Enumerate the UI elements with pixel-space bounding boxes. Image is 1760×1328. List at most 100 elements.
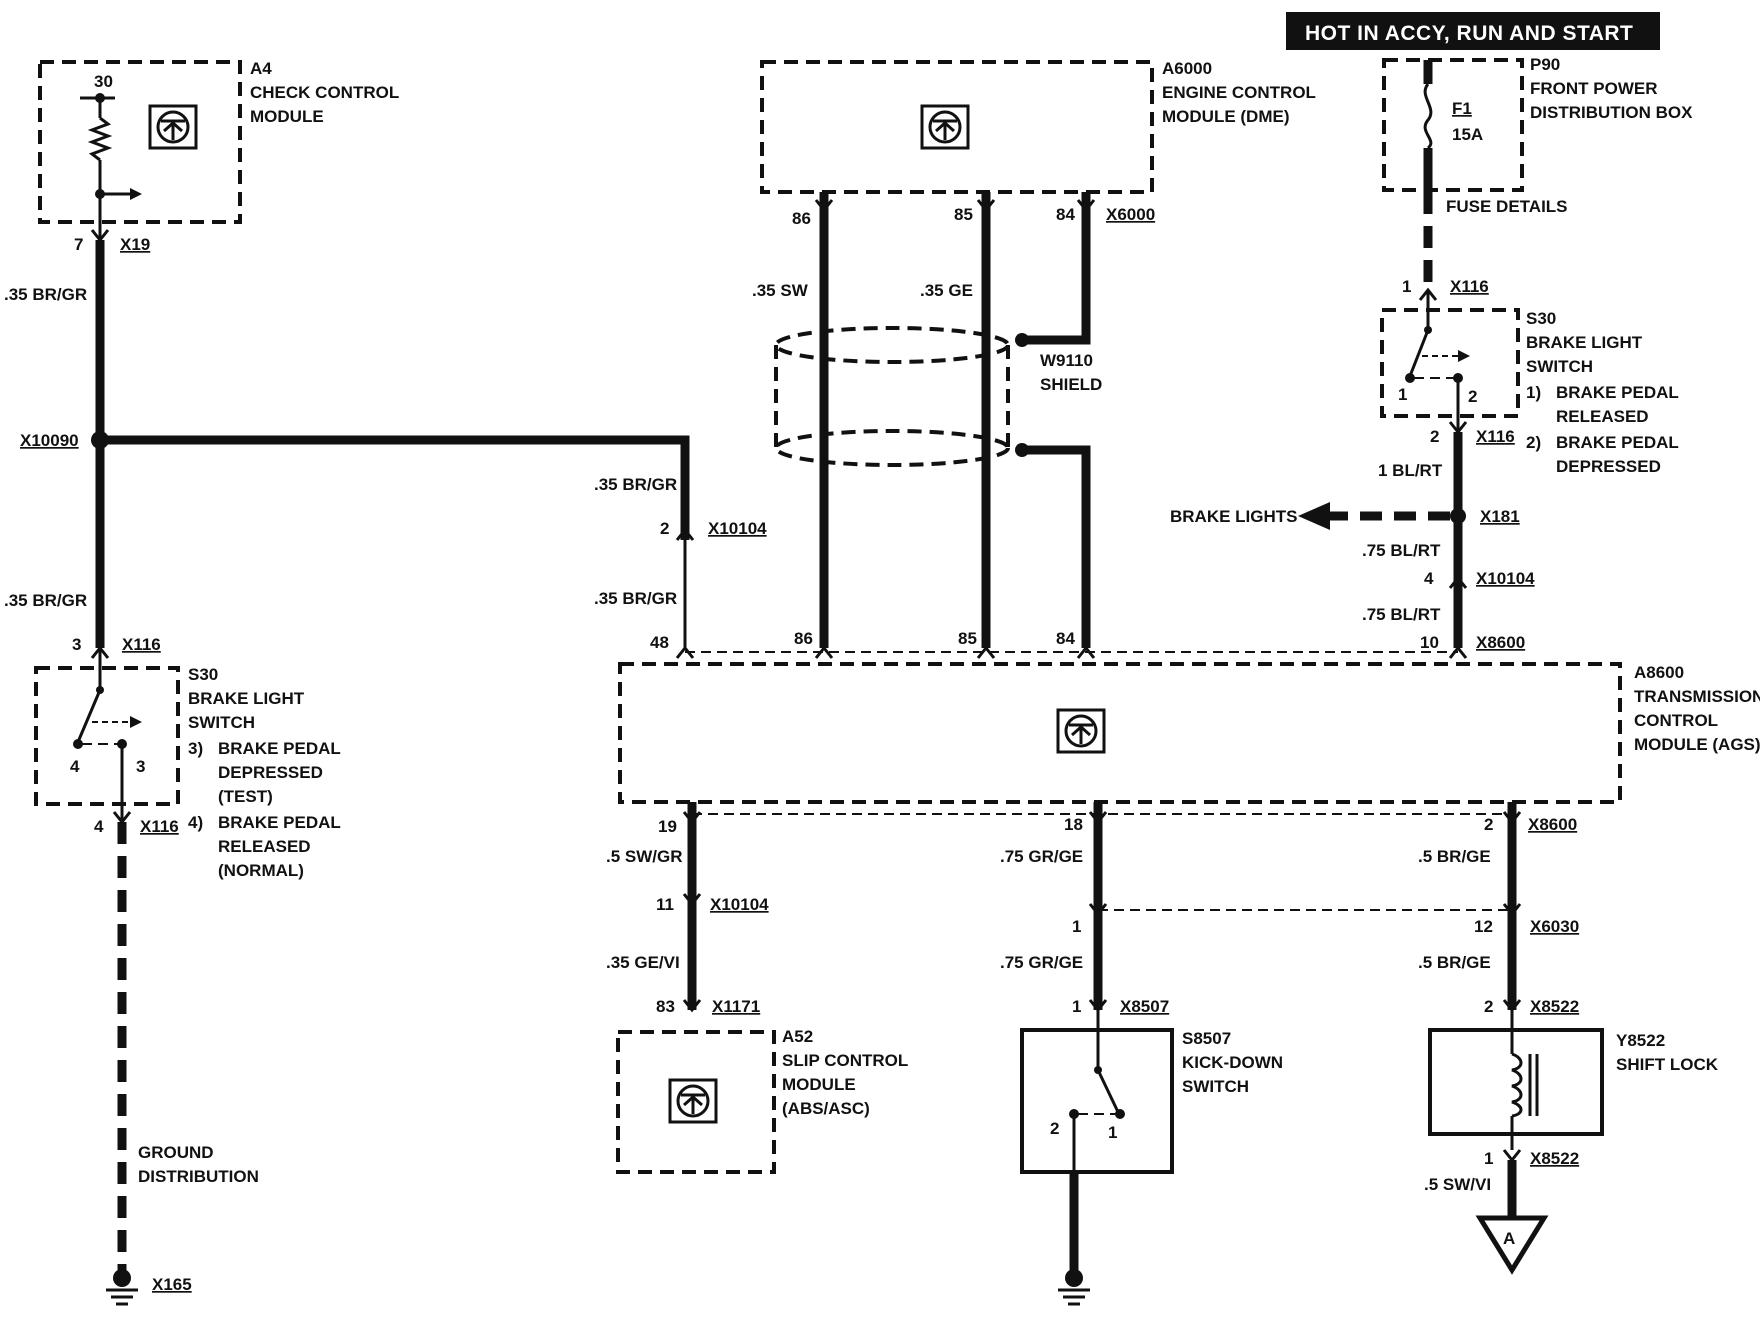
x19-pin: 7 [74, 235, 83, 254]
s30-left-note4c: (NORMAL) [218, 861, 304, 880]
wire-sw-gr: .5 SW/GR [606, 847, 683, 866]
left-x116-bottom: X116 [140, 817, 179, 836]
x165-connector: X165 [152, 1275, 192, 1294]
x8522-top-pin: 2 [1484, 997, 1493, 1016]
x6000-connector: X6000 [1106, 205, 1155, 224]
left-x116-top-pin: 3 [72, 635, 81, 654]
s8507-name-line1: KICK-DOWN [1182, 1053, 1283, 1072]
wire-bl-rt-75-bottom: .75 BL/RT [1362, 605, 1441, 624]
s30-left-id: S30 [188, 665, 218, 684]
s30-left-line2: SWITCH [188, 713, 255, 732]
s30-right-note2b: DEPRESSED [1556, 457, 1661, 476]
wire-bl-rt-1: 1 BL/RT [1378, 461, 1443, 480]
s30-right-line2: SWITCH [1526, 357, 1593, 376]
right-x10104: X10104 [1476, 569, 1535, 588]
brake-lights-arrow [1298, 502, 1330, 530]
s30-left-note4a: BRAKE PEDAL [218, 813, 341, 832]
x8600-pin-48: 48 [650, 633, 669, 652]
ground-symbol-left [106, 1269, 138, 1306]
a52-module-box [616, 1030, 776, 1174]
brake-lights-label: BRAKE LIGHTS [1170, 507, 1298, 526]
x1171-pin: 83 [656, 997, 675, 1016]
fuse-details-label: FUSE DETAILS [1446, 197, 1568, 216]
a52-name-line2: MODULE [782, 1075, 856, 1094]
a8600-name-line2: CONTROL [1634, 711, 1718, 730]
right-x10104-pin: 4 [1424, 569, 1434, 588]
ground-label-1: GROUND [138, 1143, 214, 1162]
s30-right-id: S30 [1526, 309, 1556, 328]
x8600-connector-top: X8600 [1476, 633, 1525, 652]
x8600-pin-84: 84 [1056, 629, 1075, 648]
ground-label-2: DISTRIBUTION [138, 1167, 259, 1186]
s8507-pin-1: 1 [1108, 1123, 1117, 1142]
y8522-id: Y8522 [1616, 1031, 1665, 1050]
s8507-name-line2: SWITCH [1182, 1077, 1249, 1096]
y8522-name-line1: SHIFT LOCK [1616, 1055, 1719, 1074]
wire-ge-vi: .35 GE/VI [606, 953, 680, 972]
s30-right-note2a: BRAKE PEDAL [1556, 433, 1679, 452]
solenoid-coil-icon [1511, 1052, 1523, 1118]
a52-name-line3: (ABS/ASC) [782, 1099, 870, 1118]
low-x10104: X10104 [710, 895, 769, 914]
x8600-connector-bottom: X8600 [1528, 815, 1577, 834]
a4-module-icon [148, 104, 198, 150]
wire-gr-ge-bottom: .75 GR/GE [1000, 953, 1083, 972]
s30-left-note3a: BRAKE PEDAL [218, 739, 341, 758]
a4-pin-label: 30 [94, 72, 113, 91]
w9110-shield [774, 326, 1029, 467]
wire-br-gr-x10104-bottom: .35 BR/GR [594, 589, 677, 608]
a52-name-line1: SLIP CONTROL [782, 1051, 908, 1070]
x1171-connector: X1171 [712, 997, 760, 1016]
x6030-connector: X6030 [1530, 917, 1579, 936]
a8600-name-line3: MODULE (AGS) [1634, 735, 1760, 754]
x8522-bottom-pin: 1 [1484, 1149, 1493, 1168]
x6000-pin-84: 84 [1056, 205, 1075, 224]
wire-sw: .35 SW [752, 281, 809, 300]
hot-banner [1286, 12, 1660, 50]
s30-left-note3b: DEPRESSED [218, 763, 323, 782]
wire-sw-vi: .5 SW/VI [1424, 1175, 1491, 1194]
hot-banner-text: HOT IN ACCY, RUN AND START [1305, 22, 1633, 45]
x6030-pin-12: 12 [1474, 917, 1493, 936]
left-x116-top: X116 [122, 635, 161, 654]
s30-right-note1-num: 1) [1526, 383, 1541, 402]
x8507-pin: 1 [1072, 997, 1081, 1016]
x6000-pin-85: 85 [954, 205, 973, 224]
s30-left-note4b: RELEASED [218, 837, 311, 856]
a4-name-line2: MODULE [250, 107, 324, 126]
wire-br-ge-top: .5 BR/GE [1418, 847, 1491, 866]
ref-arrow-a-label: A [1503, 1229, 1515, 1248]
a52-id: A52 [782, 1027, 813, 1046]
p90-id: P90 [1530, 55, 1560, 74]
x10090-label: X10090 [20, 431, 79, 450]
a4-module-box [38, 60, 242, 224]
x8600-pin-18: 18 [1064, 815, 1083, 834]
s30-left-note4-num: 4) [188, 813, 203, 832]
x8600-pin-85: 85 [958, 629, 977, 648]
fuse-f1-rating: 15A [1452, 125, 1483, 144]
x8600-pin-19: 19 [658, 817, 677, 836]
wire-bl-rt-75-top: .75 BL/RT [1362, 541, 1441, 560]
a6000-module-icon [920, 104, 970, 150]
s30-right-pin-2: 2 [1468, 387, 1477, 406]
w9110-label: SHIELD [1040, 375, 1102, 394]
s30-right-box [1380, 308, 1520, 418]
right-x116-bottom-pin: 2 [1430, 427, 1439, 446]
wire-br-ge-bottom: .5 BR/GE [1418, 953, 1491, 972]
s30-left-note3c: (TEST) [218, 787, 273, 806]
a4-id: A4 [250, 59, 272, 78]
s30-right-note2-num: 2) [1526, 433, 1541, 452]
mid-x10104: X10104 [708, 519, 767, 538]
fuse-f1-icon [1423, 83, 1433, 150]
a8600-id: A8600 [1634, 663, 1684, 682]
a6000-id: A6000 [1162, 59, 1212, 78]
x181-connector: X181 [1480, 507, 1520, 526]
a6000-name-line2: MODULE (DME) [1162, 107, 1289, 126]
y8522-box [1428, 1028, 1604, 1136]
s8507-id: S8507 [1182, 1029, 1231, 1048]
mid-x10104-pin: 2 [660, 519, 669, 538]
p90-name-line1: FRONT POWER [1530, 79, 1658, 98]
left-x116-bottom-pin: 4 [94, 817, 104, 836]
s30-left-pin-3: 3 [136, 757, 145, 776]
